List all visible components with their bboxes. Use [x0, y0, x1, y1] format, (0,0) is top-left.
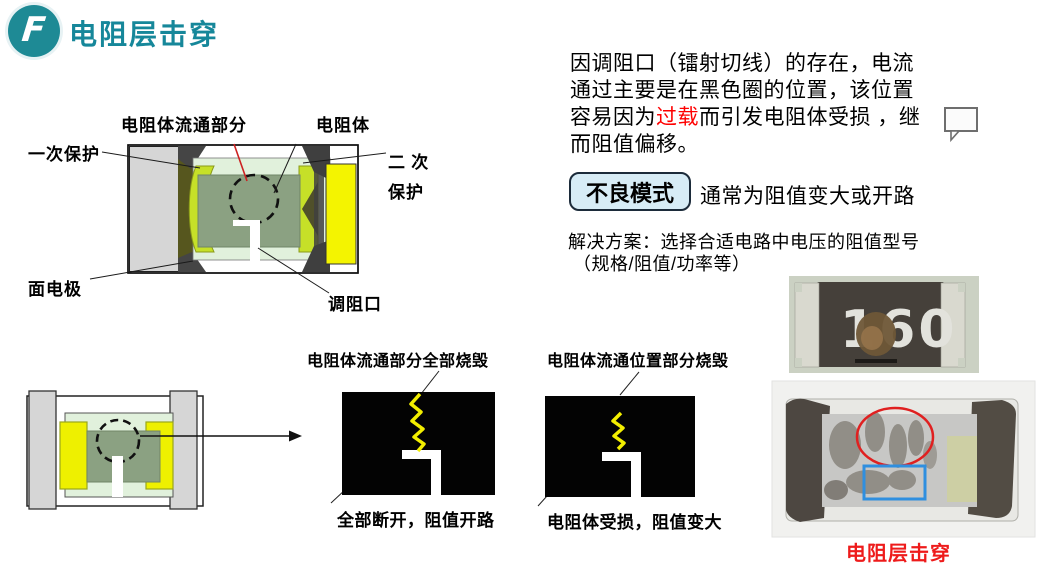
burn-crack-zigzag	[611, 411, 626, 451]
figure2-title: 电阻体流通位置部分烧毁	[547, 353, 729, 370]
inner-coating	[64, 412, 174, 498]
inner-coating	[192, 157, 331, 261]
right-electrode	[169, 390, 198, 510]
left-inner-electrode	[188, 165, 215, 253]
page-title: 电阻层击穿	[69, 19, 220, 50]
chip-top-view-diagram	[26, 390, 302, 510]
logo-letter: F	[20, 9, 48, 50]
red-ellipse-annotation	[855, 406, 935, 468]
burn-crack-zigzag	[409, 392, 426, 453]
arrow-to-figures	[140, 430, 302, 442]
leader-lines	[89, 143, 387, 294]
current-flow-dashed-circle	[95, 418, 141, 464]
solution-line1: 解决方案：选择合适电路中电压的阻值型号	[568, 232, 920, 252]
trim-notch-shape	[112, 456, 123, 497]
burn-full-figure	[330, 370, 495, 504]
resistor-structure-diagram	[89, 143, 387, 294]
overload-highlight: 过载	[656, 106, 699, 129]
trim-notch-shape	[402, 450, 441, 495]
label-resistor-body: 电阻体	[316, 116, 370, 135]
yellow-layer	[325, 163, 357, 265]
current-flow-dashed-circle	[228, 173, 280, 225]
label-trim-notch: 调阻口	[328, 295, 382, 314]
label-secondary-protection-1: 二 次	[388, 153, 430, 172]
comment-bubble-icon	[944, 107, 978, 143]
label-secondary-protection-2: 保护	[388, 183, 424, 202]
black-resistor-area	[545, 396, 695, 497]
photo-caption: 电阻层击穿	[846, 543, 951, 565]
burned-resistor-photo-bottom	[771, 380, 1036, 538]
figure1-caption: 全部断开，阻值开路	[337, 511, 495, 530]
left-electrode	[129, 146, 180, 272]
left-electrode	[28, 390, 57, 510]
company-logo: F	[8, 5, 60, 57]
figure2-caption: 电阻体受损，阻值变大	[547, 513, 722, 532]
left-yellow-bar	[59, 421, 88, 490]
label-primary-protection: 一次保护	[28, 145, 100, 164]
ceramic-body	[785, 398, 1019, 522]
charred-left-end	[786, 398, 830, 522]
label-flow-part: 电阻体流通部分	[121, 116, 247, 135]
blue-rect-annotation	[862, 464, 927, 501]
trim-notch-shape	[602, 452, 641, 497]
chip-body	[817, 282, 944, 367]
red-leader-line	[233, 143, 248, 182]
right-yellow-bar	[145, 421, 174, 490]
char-mottling	[824, 412, 937, 500]
black-resistor-area	[342, 392, 495, 495]
description-text: 因调阻口（镭射切线）的存在，电流 通过主要是在黑色圈的位置，该位置 容易因为过载…	[570, 52, 921, 156]
resistor-film	[197, 174, 301, 248]
burn-partial-figure	[537, 371, 695, 507]
right-terminal	[940, 282, 966, 368]
charred-right-end	[968, 400, 1016, 518]
failure-mode-text: 通常为阻值变大或开路	[700, 185, 915, 208]
right-inner-electrode	[298, 165, 319, 253]
figure1-title: 电阻体流通部分全部烧毁	[307, 353, 489, 370]
left-terminal	[794, 282, 820, 368]
comment-icon[interactable]	[942, 104, 986, 151]
melted-silver-area	[822, 414, 977, 507]
solution-line2: （规格/阻值/功率等）	[573, 254, 751, 274]
burn-spot	[856, 312, 896, 356]
failure-mode-badge: 不良模式	[569, 172, 691, 211]
burned-resistor-photo-top: 160	[789, 276, 979, 373]
resistance-marking: 160	[840, 300, 958, 360]
resistor-film	[86, 430, 161, 483]
label-face-electrode: 面电极	[28, 280, 82, 299]
trim-notch-shape	[233, 220, 260, 262]
